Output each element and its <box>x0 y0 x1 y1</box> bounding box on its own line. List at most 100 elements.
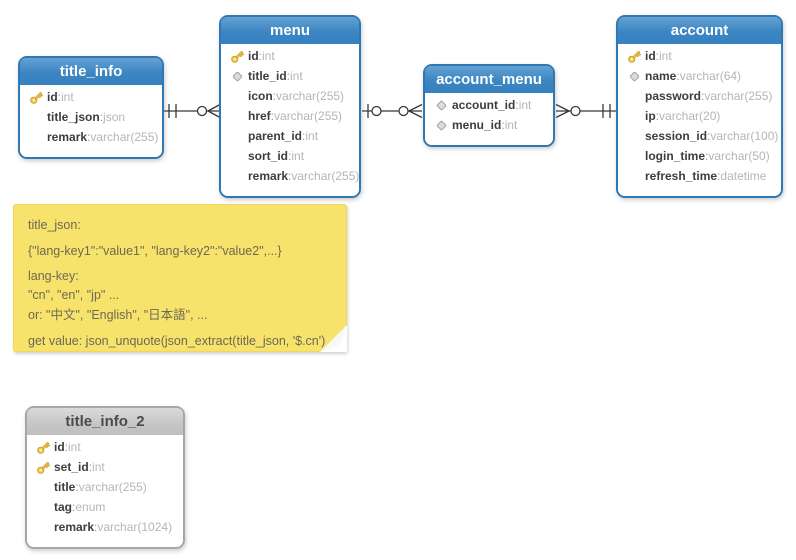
field-name: remark <box>47 130 88 144</box>
table-title_info[interactable]: title_info id: int title_json: json rema… <box>18 56 164 159</box>
field-type: varchar(255) <box>291 169 360 183</box>
field-name: id <box>47 90 58 104</box>
field-row[interactable]: icon: varchar(255) <box>227 86 353 106</box>
field-row[interactable]: ip: varchar(20) <box>624 106 775 126</box>
table-account_menu-fields: account_id: int menu_id: int <box>425 93 553 145</box>
table-title_info_2-fields: id: int set_id: int title: varchar(255) … <box>27 435 183 547</box>
field-type: datetime <box>720 169 767 183</box>
field-name: refresh_time <box>645 169 718 183</box>
field-row[interactable]: id: int <box>26 87 156 107</box>
field-row[interactable]: name: varchar(64) <box>624 66 775 86</box>
table-menu[interactable]: menu id: int title_id: int icon: varchar… <box>219 15 361 198</box>
field-row[interactable]: id: int <box>33 437 177 457</box>
field-row[interactable]: menu_id: int <box>431 115 547 135</box>
field-name: title <box>54 480 76 494</box>
field-type: int <box>68 440 81 454</box>
note-line: {"lang-key1":"value1", "lang-key2":"valu… <box>28 244 282 258</box>
field-row[interactable]: parent_id: int <box>227 126 353 146</box>
diamond-icon <box>624 71 645 82</box>
field-name: session_id <box>645 129 708 143</box>
field-separator: : <box>87 130 91 144</box>
field-row[interactable]: remark: varchar(1024) <box>33 517 177 537</box>
field-row[interactable]: session_id: varchar(100) <box>624 126 779 146</box>
field-name: login_time <box>645 149 706 163</box>
field-name: account_id <box>452 98 516 112</box>
field-row[interactable]: id: int <box>624 46 775 66</box>
table-title: account <box>670 22 729 39</box>
field-separator: : <box>94 520 98 534</box>
field-row[interactable]: title: varchar(255) <box>33 477 177 497</box>
field-name: password <box>645 89 702 103</box>
field-separator: : <box>272 89 277 103</box>
table-title_info_2[interactable]: title_info_2 id: int set_id: int title: … <box>25 406 185 549</box>
table-account[interactable]: account id: int name: varchar(64) passwo… <box>616 15 783 198</box>
field-separator: : <box>64 440 69 454</box>
field-row[interactable]: login_time: varchar(50) <box>624 146 775 166</box>
field-name: tag <box>54 500 72 514</box>
field-type: varchar(100) <box>710 129 779 143</box>
field-separator: : <box>717 169 721 183</box>
table-menu-header[interactable]: menu <box>221 17 359 44</box>
table-title_info_2-header[interactable]: title_info_2 <box>27 408 183 435</box>
field-type: varchar(1024) <box>97 520 173 534</box>
field-row[interactable]: href: varchar(255) <box>227 106 353 126</box>
table-account-header[interactable]: account <box>618 17 781 44</box>
field-separator: : <box>701 89 705 103</box>
field-type: json <box>103 110 126 124</box>
field-name: id <box>54 440 65 454</box>
field-row[interactable]: set_id: int <box>33 457 177 477</box>
field-row[interactable]: account_id: int <box>431 95 547 115</box>
field-row[interactable]: title_id: int <box>227 66 353 86</box>
field-row[interactable]: remark: varchar(255) <box>26 127 158 147</box>
sticky-note[interactable]: title_json: {"lang-key1":"value1", "lang… <box>13 204 347 352</box>
field-separator: : <box>655 49 660 63</box>
table-title_info-fields: id: int title_json: json remark: varchar… <box>20 85 162 157</box>
key-icon <box>26 90 47 105</box>
field-separator: : <box>57 90 62 104</box>
field-name: sort_id <box>248 149 289 163</box>
field-name: href <box>248 109 271 123</box>
field-separator: : <box>288 169 292 183</box>
field-row[interactable]: tag: enum <box>33 497 177 517</box>
field-separator: : <box>655 109 660 123</box>
field-row[interactable]: remark: varchar(255) <box>227 166 359 186</box>
field-name: menu_id <box>452 118 502 132</box>
field-type: varchar(50) <box>708 149 770 163</box>
field-type: int <box>92 460 105 474</box>
field-name: title_id <box>248 69 287 83</box>
field-separator: : <box>302 129 306 143</box>
field-type: varchar(255) <box>78 480 147 494</box>
field-name: parent_id <box>248 129 303 143</box>
field-row[interactable]: password: varchar(255) <box>624 86 775 106</box>
field-name: set_id <box>54 460 89 474</box>
field-name: id <box>248 49 259 63</box>
diamond-icon <box>227 71 248 82</box>
field-row[interactable]: refresh_time: datetime <box>624 166 775 186</box>
table-account_menu[interactable]: account_menu account_id: int menu_id: in… <box>423 64 555 147</box>
field-type: int <box>262 49 275 63</box>
field-separator: : <box>99 110 104 124</box>
field-type: varchar(64) <box>679 69 742 83</box>
field-separator: : <box>501 118 505 132</box>
field-row[interactable]: sort_id: int <box>227 146 353 166</box>
table-title_info-header[interactable]: title_info <box>20 58 162 85</box>
field-separator: : <box>707 129 711 143</box>
field-row[interactable]: title_json: json <box>26 107 156 127</box>
field-name: icon <box>248 89 273 103</box>
field-separator: : <box>75 480 79 494</box>
field-type: enum <box>75 500 106 514</box>
field-row[interactable]: id: int <box>227 46 353 66</box>
relationship-title_info-menu[interactable] <box>161 103 221 119</box>
field-type: int <box>504 118 518 132</box>
relationship-account_menu-account[interactable] <box>555 103 616 119</box>
key-icon <box>33 440 54 455</box>
note-line: or: "中文", "English", "日本語", ... <box>28 308 208 322</box>
field-type: int <box>291 149 305 163</box>
table-account_menu-header[interactable]: account_menu <box>425 66 553 93</box>
field-name: ip <box>645 109 656 123</box>
field-separator: : <box>72 500 76 514</box>
field-separator: : <box>676 69 680 83</box>
relationship-menu-account_menu[interactable] <box>362 103 423 119</box>
